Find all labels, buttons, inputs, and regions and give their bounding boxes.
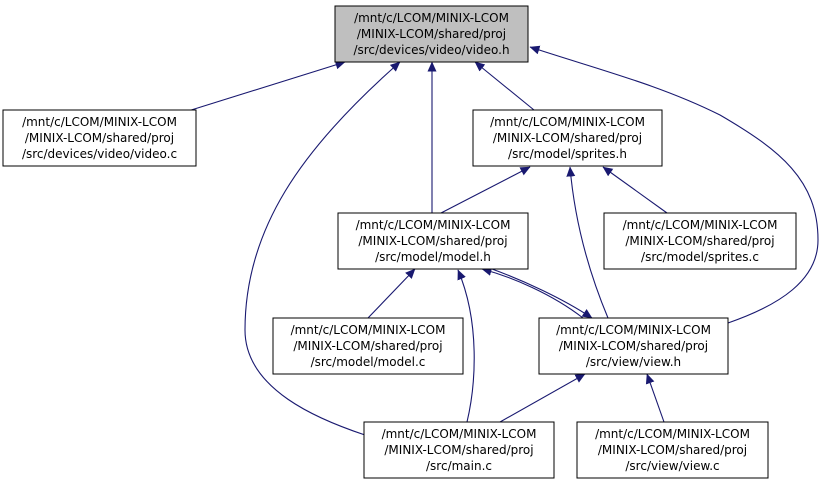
node-label-line-1: /mnt/c/LCOM/MINIX-LCOM [354, 11, 509, 25]
node-video-c[interactable]: /mnt/c/LCOM/MINIX-LCOM /MINIX-LCOM/share… [2, 109, 197, 167]
edge-main-c-to-model-h [457, 269, 475, 423]
node-label-line-1: /mnt/c/LCOM/MINIX-LCOM [22, 115, 177, 129]
node-label-line-1: /mnt/c/LCOM/MINIX-LCOM [356, 218, 511, 232]
edge-path [244, 61, 401, 436]
node-box [538, 317, 729, 375]
node-label-line-3: /src/model/sprites.h [508, 147, 627, 161]
edge-sprites-c-to-sprites-h [602, 166, 668, 214]
edge-path [481, 267, 584, 319]
node-label-line-2: /MINIX-LCOM/shared/proj [493, 131, 642, 145]
edge-path [187, 60, 346, 112]
edge-view-h-to-video-h [529, 45, 819, 324]
edges-layer [187, 45, 819, 436]
node-label-line-3: /src/model/model.h [375, 250, 491, 264]
node-sprites-c[interactable]: /mnt/c/LCOM/MINIX-LCOM /MINIX-LCOM/share… [603, 212, 797, 270]
node-box [472, 109, 663, 167]
node-main-c[interactable]: /mnt/c/LCOM/MINIX-LCOM /MINIX-LCOM/share… [363, 421, 555, 479]
node-label-line-3: /src/devices/video/video.c [22, 147, 177, 161]
node-box [337, 212, 529, 270]
node-box [603, 212, 797, 270]
node-label-line-2: /MINIX-LCOM/shared/proj [357, 27, 506, 41]
node-model-c[interactable]: /mnt/c/LCOM/MINIX-LCOM /MINIX-LCOM/share… [272, 317, 464, 375]
node-label-line-2: /MINIX-LCOM/shared/proj [358, 234, 507, 248]
node-label-line-3: /src/view/view.c [625, 459, 719, 473]
node-label-line-2: /MINIX-LCOM/shared/proj [559, 339, 708, 353]
edge-path [529, 45, 819, 324]
node-label-line-2: /MINIX-LCOM/shared/proj [293, 339, 442, 353]
node-label-line-2: /MINIX-LCOM/shared/proj [598, 443, 747, 457]
edge-view-c-to-view-h [645, 373, 665, 423]
edge-model-h-to-view-h [491, 268, 593, 319]
node-view-h[interactable]: /mnt/c/LCOM/MINIX-LCOM /MINIX-LCOM/share… [538, 317, 729, 375]
edge-sprites-h-to-video-h [474, 61, 535, 111]
node-label-line-1: /mnt/c/LCOM/MINIX-LCOM [623, 218, 778, 232]
node-label-line-3: /src/main.c [426, 459, 492, 473]
edge-path [499, 373, 586, 423]
node-box [272, 317, 464, 375]
edge-main-c-to-video-h [244, 61, 401, 436]
node-label-line-2: /MINIX-LCOM/shared/proj [384, 443, 533, 457]
edge-view-h-to-model-h [481, 267, 584, 319]
node-video-h[interactable]: /mnt/c/LCOM/MINIX-LCOM /MINIX-LCOM/share… [334, 5, 529, 63]
node-label-line-1: /mnt/c/LCOM/MINIX-LCOM [595, 427, 750, 441]
node-box [334, 5, 529, 63]
node-label-line-1: /mnt/c/LCOM/MINIX-LCOM [490, 115, 645, 129]
node-label-line-1: /mnt/c/LCOM/MINIX-LCOM [291, 323, 446, 337]
node-box [363, 421, 555, 479]
edge-path [367, 268, 416, 319]
node-view-c[interactable]: /mnt/c/LCOM/MINIX-LCOM /MINIX-LCOM/share… [576, 421, 769, 479]
node-label-line-1: /mnt/c/LCOM/MINIX-LCOM [382, 427, 537, 441]
edge-model-h-to-sprites-h [440, 166, 531, 214]
node-label-line-3: /src/model/model.c [311, 355, 426, 369]
edge-path [474, 61, 535, 111]
node-model-h[interactable]: /mnt/c/LCOM/MINIX-LCOM /MINIX-LCOM/share… [337, 212, 529, 270]
edge-path [491, 268, 593, 319]
edge-path [645, 373, 665, 423]
node-label-line-3: /src/model/sprites.c [641, 250, 759, 264]
edge-main-c-to-view-h [499, 373, 586, 423]
node-box [576, 421, 769, 479]
node-label-line-3: /src/devices/video/video.h [353, 43, 509, 57]
node-box [2, 109, 197, 167]
edge-path [566, 166, 609, 319]
edge-model-c-to-model-h [367, 268, 416, 319]
edge-view-h-to-sprites-h [566, 166, 609, 319]
edge-path [440, 166, 531, 214]
node-sprites-h[interactable]: /mnt/c/LCOM/MINIX-LCOM /MINIX-LCOM/share… [472, 109, 663, 167]
node-label-line-2: /MINIX-LCOM/shared/proj [25, 131, 174, 145]
edge-path [602, 166, 668, 214]
node-label-line-1: /mnt/c/LCOM/MINIX-LCOM [556, 323, 711, 337]
edge-video-c-to-video-h [187, 60, 346, 112]
node-label-line-2: /MINIX-LCOM/shared/proj [625, 234, 774, 248]
node-label-line-3: /src/view/view.h [586, 355, 681, 369]
edge-path [457, 269, 475, 423]
nodes-layer: /mnt/c/LCOM/MINIX-LCOM /MINIX-LCOM/share… [2, 5, 797, 479]
